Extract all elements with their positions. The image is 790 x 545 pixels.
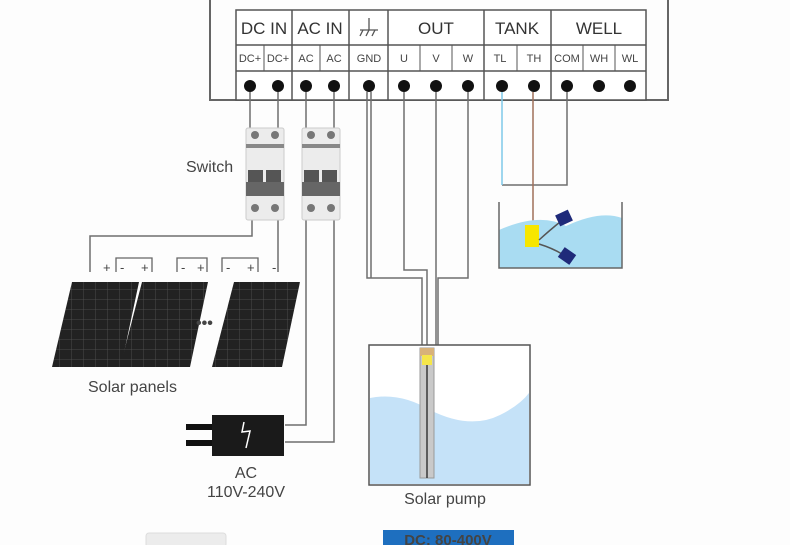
polarity-label: - bbox=[181, 260, 185, 275]
ac-plug-icon bbox=[186, 415, 284, 456]
wires bbox=[89, 92, 568, 443]
ac-label: AC bbox=[235, 465, 257, 482]
terminal-screw bbox=[593, 80, 605, 92]
terminal-label: U bbox=[400, 53, 408, 65]
group-label-well: WELL bbox=[576, 19, 622, 38]
group-label-tank: TANK bbox=[495, 19, 540, 38]
group-label-dc-in: DC IN bbox=[241, 19, 287, 38]
float-switch-navy bbox=[555, 209, 573, 227]
terminal-label: DC+ bbox=[239, 53, 261, 65]
solar-panel bbox=[52, 282, 139, 367]
terminal-label: COM bbox=[554, 53, 580, 65]
terminal-label: WH bbox=[590, 53, 608, 65]
terminal-screw bbox=[244, 80, 256, 92]
solar-panel bbox=[120, 282, 208, 367]
polarity-label: + bbox=[103, 260, 111, 275]
terminal-screws bbox=[244, 80, 636, 92]
terminal-label: WL bbox=[622, 53, 639, 65]
ground-symbol-icon bbox=[359, 18, 378, 37]
terminal-screw bbox=[462, 80, 474, 92]
dc-voltage-badge bbox=[383, 530, 514, 545]
panel-ellipsis: ••• bbox=[196, 315, 213, 332]
polarity-label: + bbox=[247, 260, 255, 275]
group-label-out: OUT bbox=[418, 19, 454, 38]
terminal-label: TL bbox=[494, 53, 507, 65]
polarity-label: - bbox=[120, 260, 124, 275]
panel-series-links bbox=[115, 257, 259, 272]
water-tank bbox=[498, 202, 623, 269]
solar-pump-label: Solar pump bbox=[404, 491, 486, 508]
terminal-label: TH bbox=[527, 53, 542, 65]
polarity-label: - bbox=[272, 260, 276, 275]
terminal-screw bbox=[300, 80, 312, 92]
solar-panels-label: Solar panels bbox=[88, 379, 177, 396]
terminal-screw bbox=[561, 80, 573, 92]
controller-device-preview bbox=[145, 532, 227, 545]
ac-voltage-label: 110V-240V bbox=[207, 484, 285, 501]
terminal-label: V bbox=[432, 53, 440, 65]
dc-voltage-label: DC: 80-400V bbox=[404, 532, 492, 545]
dc-breaker-switch bbox=[245, 127, 285, 221]
solar-panel bbox=[212, 282, 300, 367]
terminal-screw bbox=[363, 80, 375, 92]
terminal-label: AC bbox=[326, 53, 341, 65]
float-switch-navy bbox=[557, 247, 577, 265]
terminal-label: GND bbox=[357, 53, 382, 65]
polarity-label: - bbox=[226, 260, 230, 275]
ac-breaker-switch bbox=[301, 127, 341, 221]
terminal-screw bbox=[624, 80, 636, 92]
terminal-screw bbox=[272, 80, 284, 92]
group-label-ac-in: AC IN bbox=[297, 19, 342, 38]
float-switch-yellow bbox=[525, 225, 539, 247]
terminal-screw bbox=[328, 80, 340, 92]
terminal-screw bbox=[528, 80, 540, 92]
terminal-screw bbox=[398, 80, 410, 92]
polarity-label: + bbox=[141, 260, 149, 275]
terminal-label: AC bbox=[298, 53, 313, 65]
terminal-screw bbox=[430, 80, 442, 92]
pump-well bbox=[368, 344, 531, 486]
polarity-label: + bbox=[197, 260, 205, 275]
terminal-screw bbox=[496, 80, 508, 92]
panel-polarity-labels: + - + - + - + - bbox=[103, 260, 276, 275]
terminal-label: W bbox=[463, 53, 474, 65]
switch-label: Switch bbox=[186, 159, 233, 176]
terminal-label: DC+ bbox=[267, 53, 289, 65]
